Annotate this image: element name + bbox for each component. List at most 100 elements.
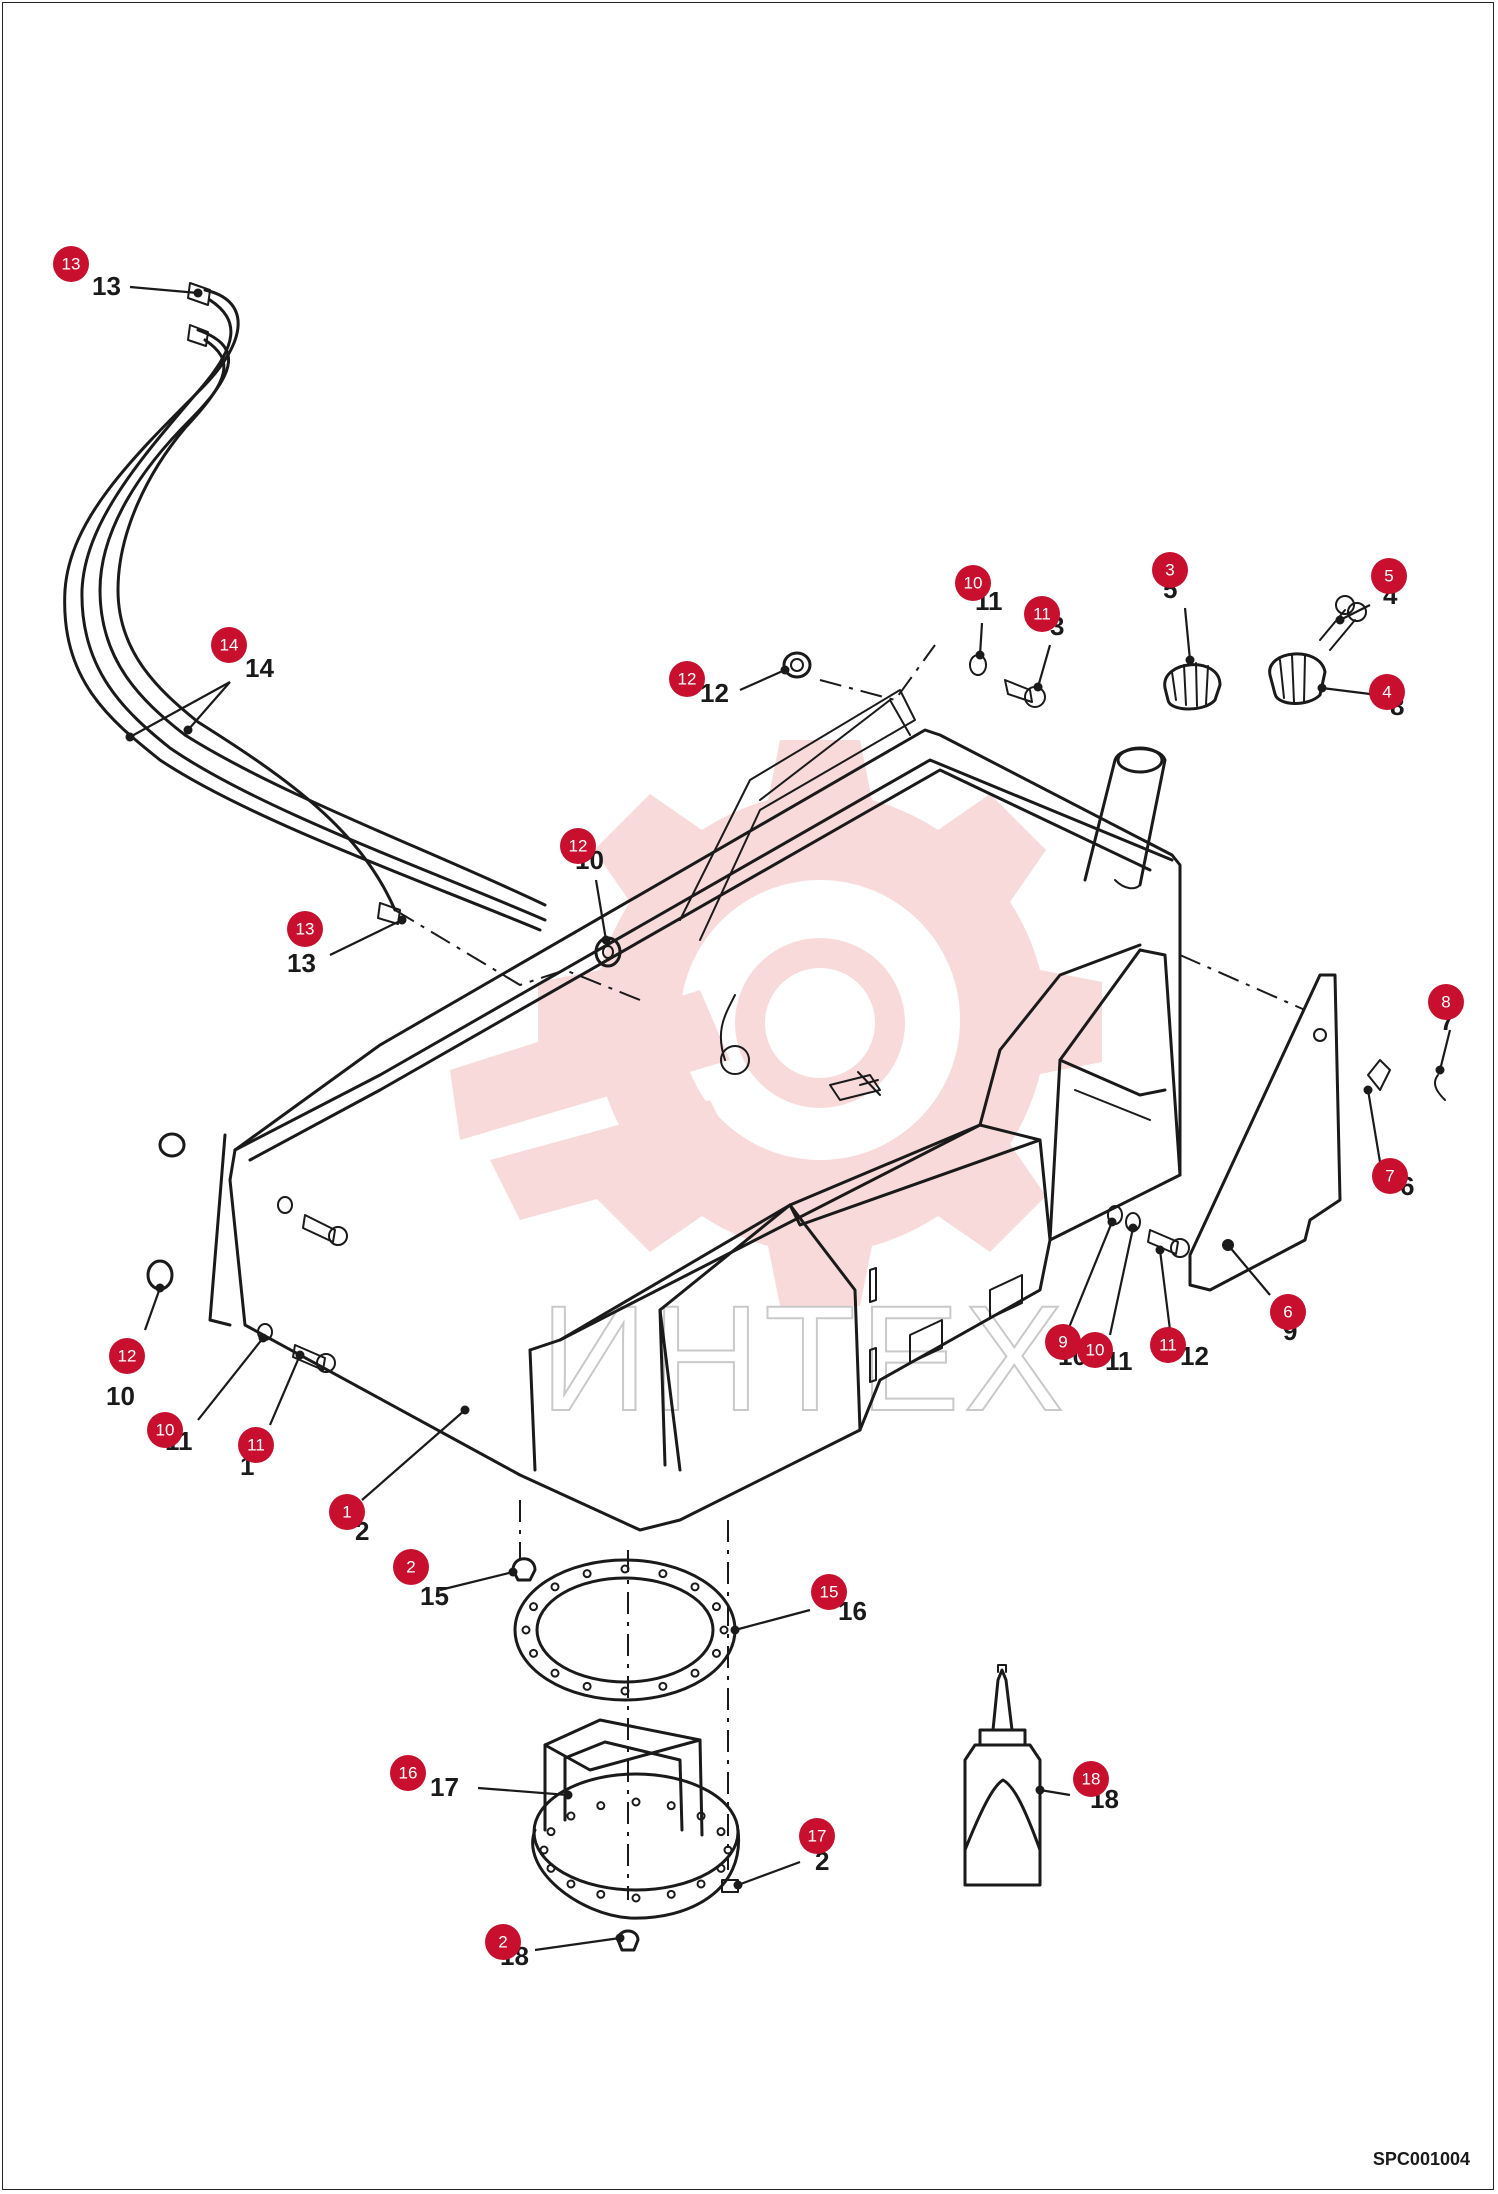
leader-dot-c1 (460, 1405, 470, 1415)
callout-label-c7: 7 (1385, 1167, 1394, 1186)
callout-circle-c11c (238, 1427, 274, 1463)
callout-circle-c13a (53, 246, 89, 282)
leader-dot-c8 (1435, 1065, 1445, 1075)
callout-bubble-c3[interactable]: 3 (1152, 552, 1188, 588)
leader-line-c18 (1039, 1788, 1071, 1797)
callout-bubble-c10c[interactable]: 10 (147, 1412, 183, 1448)
bolt-hole (529, 1648, 539, 1658)
leader-line-c5 (1339, 604, 1371, 621)
leader-line-c13b (329, 919, 403, 956)
leader-dot-c17 (733, 1880, 743, 1890)
callout-circle-c10c (147, 1412, 183, 1448)
leader-dot-c14 (125, 732, 135, 742)
callout-bubble-c14[interactable]: 14 (211, 627, 247, 663)
leader-line-c4 (1321, 686, 1371, 696)
callout-bubble-c15[interactable]: 15 (811, 1574, 847, 1610)
callout-label-c8: 8 (1441, 993, 1450, 1012)
callout-label-c1: 1 (342, 1503, 351, 1522)
leader-line-c13a (129, 285, 199, 295)
part-number-c12a: 12 (700, 678, 729, 708)
bolt-hole (658, 1569, 668, 1579)
leader-line-c7 (1366, 1089, 1382, 1163)
callout-label-c13b: 13 (296, 920, 315, 939)
callout-bubble-c2a[interactable]: 2 (393, 1549, 429, 1585)
bolt-hole (666, 1889, 676, 1899)
bolt-hole (546, 1827, 556, 1837)
callout-bubble-c11a[interactable]: 11 (1024, 596, 1060, 632)
callout-bubble-c9[interactable]: 9 (1045, 1324, 1081, 1360)
callout-bubble-c12c[interactable]: 12 (109, 1338, 145, 1374)
callout-bubble-c4[interactable]: 4 (1369, 674, 1405, 710)
bolt-hole (719, 1625, 729, 1635)
callout-label-c11a: 11 (1033, 605, 1051, 624)
hardware (146, 595, 1446, 1952)
callout-label-c5: 5 (1384, 567, 1393, 586)
leader-dot-c9 (1107, 1217, 1117, 1227)
callout-bubble-c11b[interactable]: 11 (1150, 1327, 1186, 1363)
leader-dot-c11b (1155, 1245, 1165, 1255)
callout-bubble-c16[interactable]: 16 (390, 1755, 426, 1791)
callout-bubble-c5[interactable]: 5 (1371, 558, 1407, 594)
callout-circle-c12b (560, 828, 596, 864)
callout-bubble-c10b[interactable]: 10 (1077, 1332, 1113, 1368)
cover-plate (1188, 973, 1342, 1292)
leader-dot-c13a (193, 288, 203, 298)
part-number-c2a: 15 (420, 1581, 449, 1611)
callout-bubble-c12a[interactable]: 12 (669, 661, 705, 697)
callout-bubble-c12b[interactable]: 12 (560, 828, 596, 864)
callout-bubble-c1[interactable]: 1 (329, 1494, 365, 1530)
leader-dot-c16 (563, 1790, 573, 1800)
bolt-hole (690, 1582, 700, 1592)
leader-lines (125, 285, 1452, 1952)
callout-label-c10c: 10 (156, 1421, 175, 1440)
bolt-hole (711, 1648, 721, 1658)
bolt-hole (711, 1602, 721, 1612)
leader-dot-c12b (601, 935, 611, 945)
callout-bubble-c13b[interactable]: 13 (287, 911, 323, 947)
callout-label-c12b: 12 (569, 837, 588, 856)
printed-part-numbers: 1314131210113548769101112101112151617218… (92, 271, 1454, 1971)
bolt-hole (716, 1863, 726, 1873)
gasket-ring (513, 1558, 737, 1702)
leader-line-c11c (268, 1354, 302, 1426)
leader-dot-c6 (1223, 1240, 1233, 1250)
callout-circle-c9 (1045, 1324, 1081, 1360)
callout-label-c13a: 13 (62, 255, 81, 274)
leader-dot-c5 (1335, 615, 1345, 625)
callout-circle-c13b (287, 911, 323, 947)
callout-bubble-c13a[interactable]: 13 (53, 246, 89, 282)
leader-dot-c2a (508, 1567, 518, 1577)
callout-bubble-c8[interactable]: 8 (1428, 984, 1464, 1020)
callout-bubble-c18[interactable]: 18 (1073, 1761, 1109, 1797)
callout-bubble-c10a[interactable]: 10 (955, 565, 991, 601)
callout-circle-c16 (390, 1755, 426, 1791)
bolt-hole (582, 1569, 592, 1579)
leader-line-c14 (187, 681, 231, 731)
callout-label-c15: 15 (820, 1583, 839, 1602)
drawing-code: SPC001004 (1372, 2149, 1470, 2169)
callout-label-c11b: 11 (1159, 1336, 1177, 1355)
callout-label-c9: 9 (1058, 1333, 1067, 1352)
leader-dot-c10c (258, 1333, 268, 1343)
bolt-hole (631, 1893, 641, 1903)
callout-label-c18: 18 (1082, 1770, 1101, 1789)
bolt-hole (539, 1845, 549, 1855)
sender-plate (531, 1718, 741, 1920)
callout-bubble-c6[interactable]: 6 (1270, 1294, 1306, 1330)
callout-label-c2b: 2 (498, 1933, 507, 1952)
callout-label-c12a: 12 (678, 670, 697, 689)
callout-bubble-c7[interactable]: 7 (1372, 1158, 1408, 1194)
leader-dot-c2b (615, 1933, 625, 1943)
leader-dot-c11c (295, 1350, 305, 1360)
callout-circle-c17 (799, 1818, 835, 1854)
leader-line-c3 (1183, 607, 1192, 661)
callout-bubble-c17[interactable]: 17 (799, 1818, 835, 1854)
bolt-hole (582, 1681, 592, 1691)
callout-bubble-c11c[interactable]: 11 (238, 1427, 274, 1463)
callout-circle-c3 (1152, 552, 1188, 588)
callout-label-c11c: 11 (247, 1436, 265, 1455)
part-number-c13b: 13 (287, 948, 316, 978)
callout-bubble-c2b[interactable]: 2 (485, 1924, 521, 1960)
